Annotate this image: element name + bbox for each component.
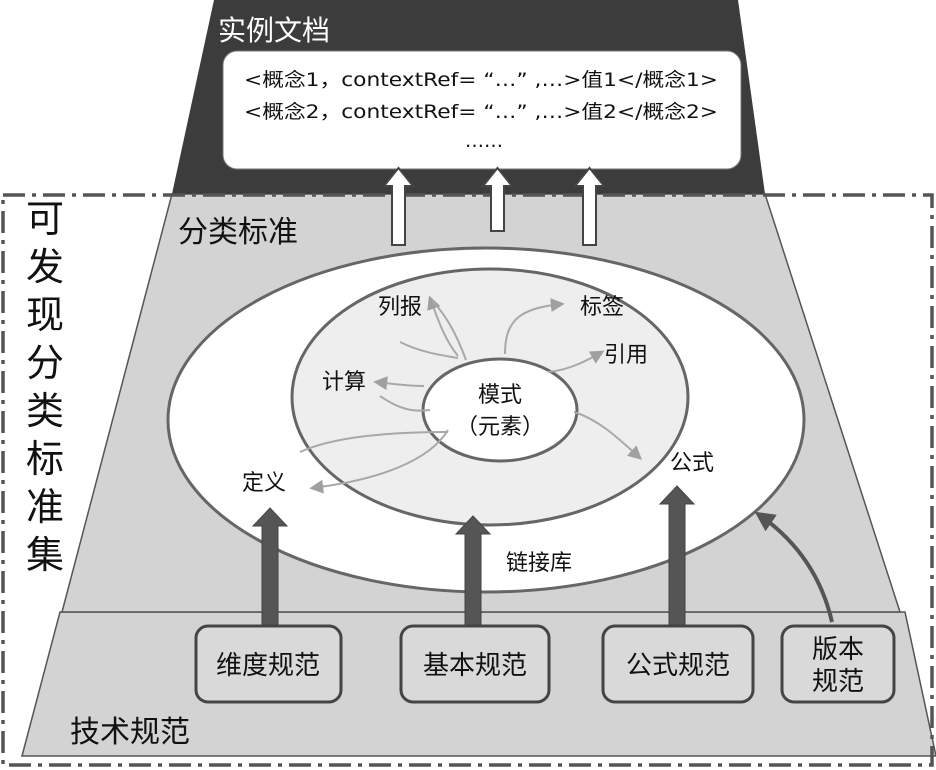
- discoverable-set-char: 发: [26, 245, 64, 289]
- tech-spec-boxes: [194, 624, 896, 704]
- base-spec-box: [399, 624, 551, 704]
- definition-label: 定义: [242, 471, 286, 496]
- discoverable-set-char: 准: [26, 485, 64, 529]
- discoverable-set-char: 集: [26, 533, 64, 577]
- instance-doc-title: 实例文档: [218, 14, 330, 47]
- discoverable-set-char: 分: [26, 341, 64, 385]
- discoverable-set-char: 类: [26, 389, 64, 433]
- arrow-to-label: [504, 298, 565, 355]
- version-spec-box: [780, 624, 896, 704]
- spec-arrow-version: [754, 511, 834, 623]
- reference-label: 引用: [604, 343, 648, 368]
- schema-core: [421, 357, 579, 463]
- output-arrow-3: [572, 166, 607, 246]
- arrow-to-reference: [547, 350, 605, 373]
- linkbase-label: 链接库: [506, 551, 572, 576]
- discoverable-set-border: [1, 193, 934, 767]
- formula-linkbase-label: 公式: [670, 451, 714, 476]
- arrow-from-presentation-return: [431, 299, 467, 361]
- presentation-label: 列报: [378, 295, 422, 320]
- discoverable-set-char: 标: [26, 437, 64, 481]
- discoverable-set-char: 现: [26, 293, 64, 337]
- arrow-to-calculation: [373, 376, 425, 391]
- arrow-to-presentation: [427, 295, 459, 357]
- calculation-label: 计算: [322, 370, 366, 395]
- formula-spec-label: 公式规范: [626, 651, 730, 681]
- dimension-spec-box: [194, 624, 343, 704]
- instance-doc-line-2: <概念2，contextRef= “…” ,…>值2</概念2>: [244, 100, 718, 123]
- version-spec-label-line1: 版本: [812, 635, 864, 665]
- linkbase-arrows: [299, 295, 643, 494]
- instance-doc-ellipsis: ……: [465, 130, 503, 152]
- dimension-spec-label: 维度规范: [216, 651, 320, 681]
- arrow-misc-top: [399, 341, 459, 359]
- discoverable-set-label: 可发现分类标准集: [26, 197, 64, 577]
- taxonomy-label: 分类标准: [178, 215, 298, 250]
- output-arrow-2: [480, 166, 515, 232]
- version-spec-label-line2: 规范: [812, 667, 864, 697]
- label-linkbase-label: 标签: [580, 295, 624, 320]
- arrow-to-formula: [573, 411, 643, 460]
- output-arrow-1: [381, 166, 416, 246]
- spec-arrow-base: [454, 515, 492, 631]
- base-spec-label: 基本规范: [423, 651, 527, 681]
- arrow-from-calculation: [379, 395, 431, 412]
- discoverable-set-char: 可: [26, 197, 64, 241]
- schema-label-line1: 模式: [478, 383, 522, 408]
- schema-label-line2: （元素）: [456, 415, 544, 440]
- instance-doc-content-box: [222, 50, 742, 170]
- spec-arrow-dimension: [251, 507, 289, 631]
- arrow-to-definition: [309, 429, 449, 494]
- formula-spec-box: [601, 624, 755, 704]
- arrow-definition-return: [299, 431, 449, 453]
- output-arrows: [381, 166, 607, 246]
- instance-doc-line-1: <概念1，contextRef= “…” ,…>值1</概念1>: [244, 68, 718, 91]
- spec-arrow-formula: [658, 485, 696, 631]
- tech-specs-label: 技术规范: [70, 715, 190, 750]
- spec-arrows: [251, 485, 834, 631]
